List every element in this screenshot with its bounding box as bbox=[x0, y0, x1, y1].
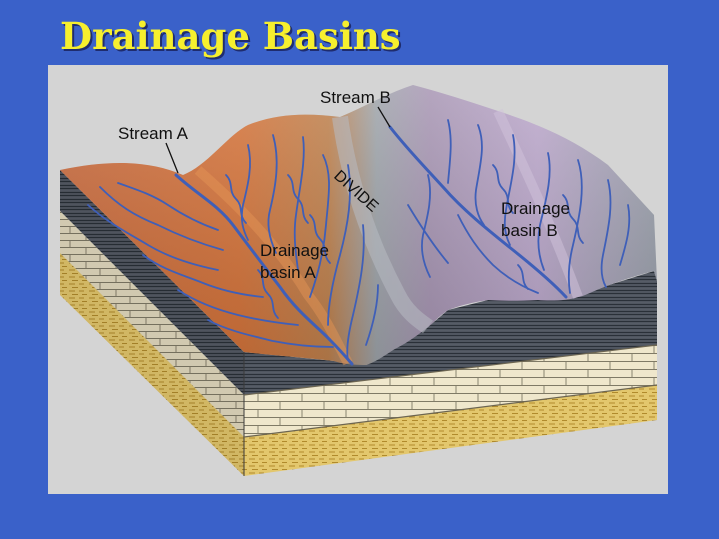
stream-b-channel bbox=[388, 125, 568, 299]
block-front-face bbox=[243, 271, 658, 476]
drainage-basin-diagram: Stream A Stream B DIVIDE Drainage basin … bbox=[48, 65, 668, 494]
block-left-face bbox=[60, 170, 244, 476]
slide-title: Drainage Basins bbox=[60, 14, 401, 58]
stream-a-channel bbox=[174, 173, 354, 366]
stream-a-leader bbox=[165, 142, 179, 174]
stream-a-label: Stream A bbox=[118, 124, 189, 143]
basin-b-label-line1: Drainage bbox=[501, 199, 570, 218]
basin-a-label-line1: Drainage bbox=[260, 241, 329, 260]
block-diagram-illustration: Stream A Stream B DIVIDE Drainage basin … bbox=[60, 85, 658, 476]
stream-b-label: Stream B bbox=[320, 88, 391, 107]
landscape-surface bbox=[60, 85, 657, 366]
stream-network bbox=[87, 119, 631, 366]
basin-a-label-line2: basin A bbox=[260, 263, 316, 282]
basin-b-label-line2: basin B bbox=[501, 221, 558, 240]
label-leaders bbox=[165, 106, 391, 174]
stream-b-leader bbox=[377, 106, 391, 128]
